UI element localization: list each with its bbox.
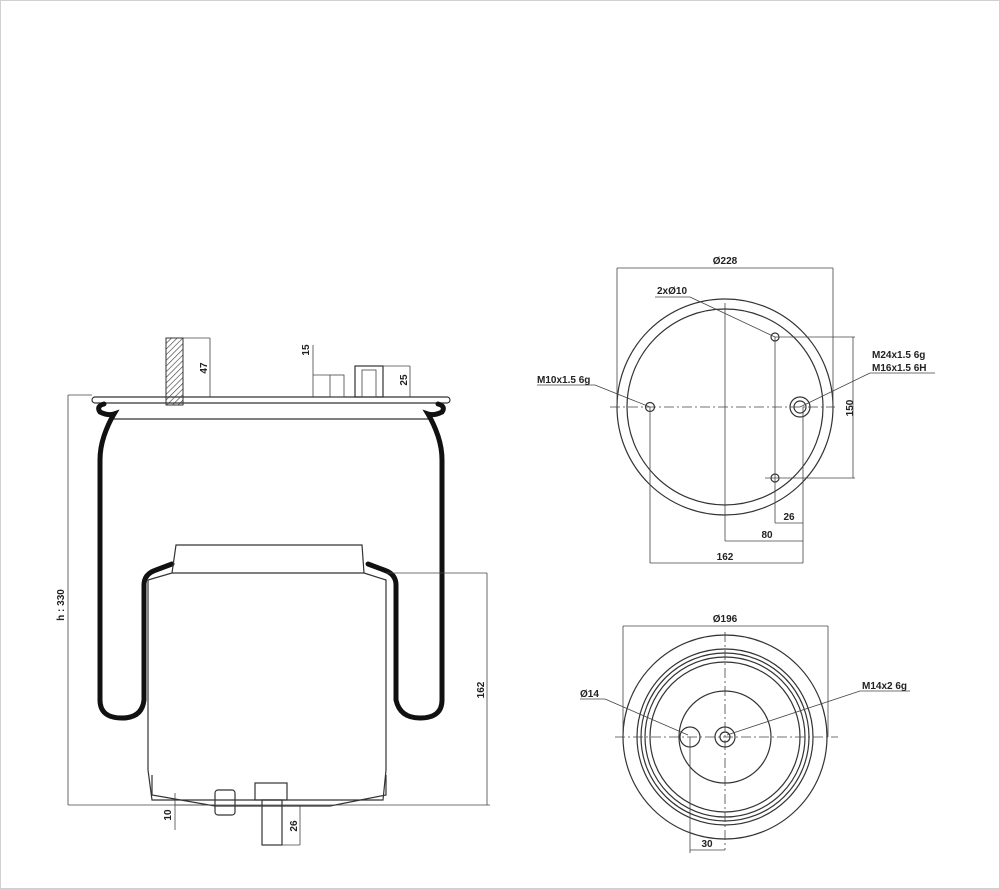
offset-15-label: 15 xyxy=(301,344,312,356)
dim-162-label: 162 xyxy=(717,552,734,563)
bottom-thread xyxy=(714,726,736,748)
left-thread-label: M10x1.5 6g xyxy=(537,375,590,386)
bottom-stud-label: 26 xyxy=(289,820,300,832)
piston-height-label: 162 xyxy=(476,681,487,698)
top-view: Ø228 2xØ10 M10x1.5 6g M24x1.5 6g M16x1.5… xyxy=(537,256,935,564)
height-label: h : 330 xyxy=(56,589,67,621)
bottom-stud xyxy=(261,799,283,846)
air-thread-label-1: M24x1.5 6g xyxy=(872,350,925,361)
piston-base xyxy=(151,775,387,807)
fitting-height-label: 25 xyxy=(399,374,410,386)
side-view: h : 330 162 47 15 25 10 26 xyxy=(56,337,490,846)
hole-spacing-label: 150 xyxy=(845,399,856,416)
hole-offset-label: 30 xyxy=(701,839,713,850)
piston xyxy=(147,544,387,801)
holes-label: 2xØ10 xyxy=(657,286,687,297)
top-diameter-label: Ø228 xyxy=(713,256,738,267)
dim-80-label: 80 xyxy=(761,530,773,541)
bottom-diameter-label: Ø196 xyxy=(713,614,738,625)
bottom-offset-label: 10 xyxy=(163,809,174,821)
air-fitting xyxy=(354,365,384,398)
left-bellow xyxy=(96,401,175,721)
bottom-nut xyxy=(214,789,236,816)
stud-length-label: 47 xyxy=(199,362,210,374)
mounting-stud xyxy=(165,337,184,406)
top-plate xyxy=(91,396,451,404)
air-thread-label-2: M16x1.5 6H xyxy=(872,363,926,374)
bottom-thread-label: M14x2 6g xyxy=(862,681,907,692)
dim-26-label: 26 xyxy=(783,512,795,523)
air-inlet xyxy=(789,396,811,418)
right-bellow xyxy=(365,401,446,721)
bottom-view: Ø196 Ø14 M14x2 6g 30 xyxy=(580,614,910,853)
bottom-hole-label: Ø14 xyxy=(580,689,599,700)
